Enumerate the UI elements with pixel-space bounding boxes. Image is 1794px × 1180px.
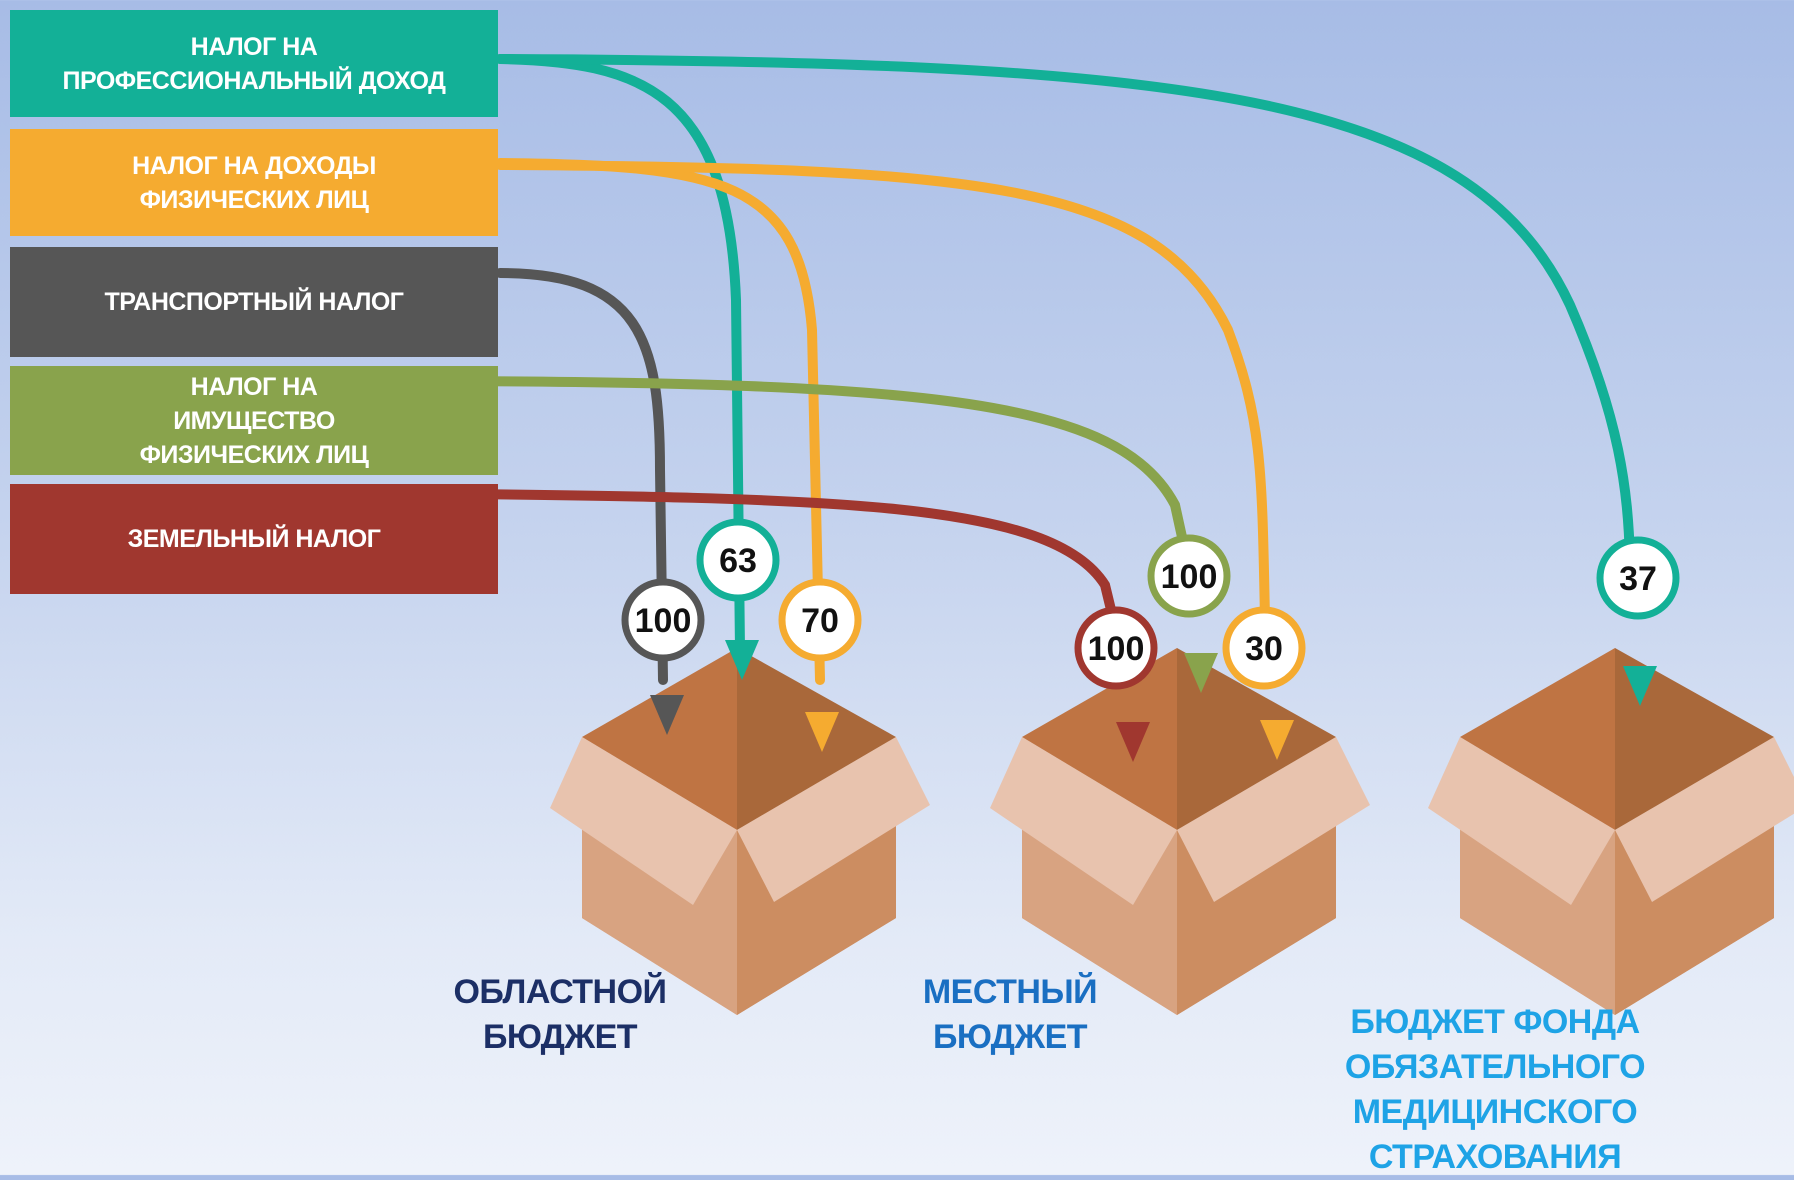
tax-label-ndfl: НАЛОГ НА ДОХОДЫ ФИЗИЧЕСКИХ ЛИЦ (132, 151, 376, 214)
flow-arrowhead (725, 640, 759, 680)
box-left-flap (550, 737, 737, 905)
box-regional (550, 648, 930, 1015)
flow-value-badge (696, 518, 780, 602)
box-right-flap (1177, 737, 1370, 902)
box-inner-right (1615, 648, 1774, 830)
flow-value-label: 100 (635, 602, 692, 640)
flow-arrowhead (1260, 720, 1294, 760)
flow-value-badge (778, 578, 862, 662)
box-inner-left (582, 648, 737, 830)
box-inner-left (1022, 648, 1177, 830)
tax-box-property: НАЛОГ НА ИМУЩЕСТВО ФИЗИЧЕСКИХ ЛИЦ (10, 366, 498, 475)
flow-ndfl-to-local: 30 (495, 160, 1306, 760)
flow-npd-to-oms: 37 (495, 54, 1680, 706)
flow-value-label: 70 (801, 602, 839, 640)
flow-arrowhead (650, 695, 684, 735)
flow-line (495, 268, 668, 685)
flow-value-label: 100 (1088, 630, 1145, 668)
flow-value-badge (1074, 606, 1158, 690)
tax-label-npd: НАЛОГ НА ПРОФЕССИОНАЛЬНЫЙ ДОХОД (62, 32, 446, 95)
flow-arrowhead (1623, 666, 1657, 706)
flow-arrowhead (1184, 653, 1218, 693)
box-left-flap (1428, 737, 1615, 905)
flow-property-to-local: 100 (420, 376, 1231, 693)
flow-line (495, 160, 1270, 625)
flow-value-badge (1596, 536, 1680, 620)
tax-label-land: ЗЕМЕЛЬНЫЙ НАЛОГ (127, 525, 381, 553)
box-left-flap (990, 737, 1177, 905)
tax-box-transport: ТРАНСПОРТНЫЙ НАЛОГ (10, 247, 498, 357)
flow-value-badge (1147, 534, 1231, 618)
flow-value-badge (1222, 606, 1306, 690)
flow-transport-to-regional: 100 (495, 268, 705, 735)
flow-npd-to-regional: 63 (495, 54, 780, 680)
box-right-flap (1615, 737, 1794, 902)
box-inner-right (1177, 648, 1336, 830)
box-oms (1428, 648, 1794, 1015)
flow-arrowhead (1116, 722, 1150, 762)
flow-value-label: 37 (1619, 560, 1657, 598)
flow-value-label: 63 (719, 542, 757, 580)
tax-label-property: НАЛОГ НА ИМУЩЕСТВО ФИЗИЧЕСКИХ ЛИЦ (139, 372, 369, 469)
box-inner-left (1460, 648, 1615, 830)
box-right-flap (737, 737, 930, 902)
budget-label-oms: БЮДЖЕТ ФОНДА ОБЯЗАТЕЛЬНОГО МЕДИЦИНСКОГО … (1344, 1003, 1646, 1176)
flow-ndfl-to-regional: 70 (495, 158, 862, 752)
tax-box-ndfl: НАЛОГ НА ДОХОДЫ ФИЗИЧЕСКИХ ЛИЦ (10, 129, 498, 236)
flow-value-badge (621, 578, 705, 662)
flow-arrowhead (805, 712, 839, 752)
budget-label-regional: ОБЛАСТНОЙ БЮДЖЕТ (453, 973, 667, 1056)
flow-land-to-local: 100 (375, 488, 1158, 762)
flow-value-label: 100 (1161, 558, 1218, 596)
budget-label-local: МЕСТНЫЙ БЮДЖЕТ (922, 973, 1098, 1056)
flow-value-label: 30 (1245, 630, 1283, 668)
flow-line (420, 376, 1203, 615)
box-local (990, 648, 1370, 1015)
flow-line (375, 488, 1133, 685)
tax-label-transport: ТРАНСПОРТНЫЙ НАЛОГ (104, 288, 404, 316)
tax-box-npd: НАЛОГ НА ПРОФЕССИОНАЛЬНЫЙ ДОХОД (10, 10, 498, 117)
tax-box-land: ЗЕМЕЛЬНЫЙ НАЛОГ (10, 484, 498, 594)
flow-line (495, 54, 1635, 565)
